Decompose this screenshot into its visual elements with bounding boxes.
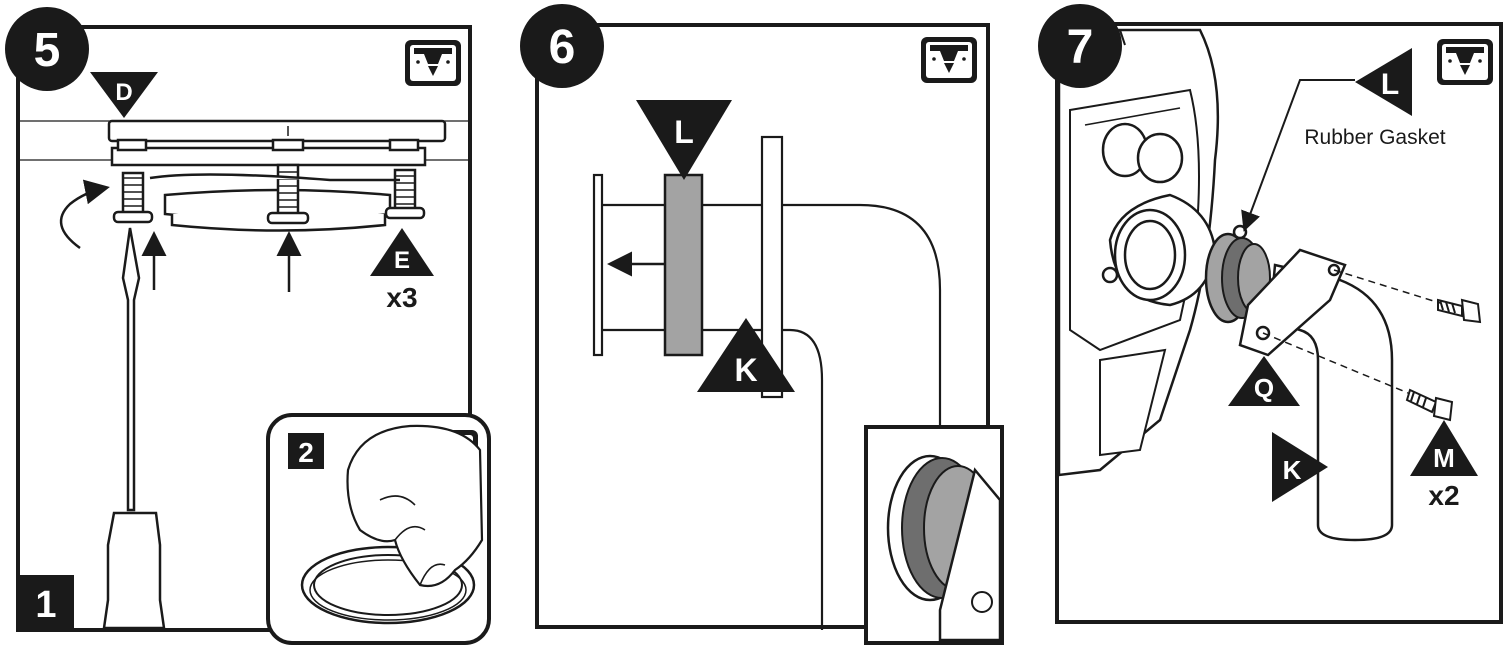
bolt [1405,388,1454,422]
step-6-number: 6 [549,21,576,74]
callout-Q: Q [1254,373,1274,403]
callout-leader [1241,79,1355,232]
quantity-label: x2 [1428,480,1459,511]
elbow-pipe [1238,248,1394,542]
gasket-detail-inset [864,425,1004,645]
panel-step-5: D E x3 1 2 [5,7,491,645]
callout-K: K [1283,455,1302,485]
panel-step-7: L Rubber Gasket Q K M x2 7 [1038,4,1503,624]
gasket-caption: Rubber Gasket [1304,126,1445,149]
install-underside-icon [921,37,977,83]
rubber-gasket [663,173,704,357]
quantity-label: x3 [386,282,417,313]
bolt [1437,298,1482,324]
install-underside-icon [405,40,461,86]
substep-1-number: 1 [35,584,56,626]
step-7-number: 7 [1067,21,1094,74]
callout-E: E [394,247,410,274]
rotate-arrow [59,179,110,250]
callout-L: L [674,114,694,150]
panel-step-6: L K 6 [520,4,1004,645]
callout-D: D [115,79,132,106]
callout-M: M [1433,443,1455,473]
callout-L: L [1381,68,1399,101]
disposer-unit [1057,28,1248,477]
mounting-assembly [107,119,447,232]
wrench-tool [102,227,166,630]
install-underside-icon [1437,39,1493,85]
callout-K: K [734,352,757,388]
substep-2-number: 2 [298,437,314,468]
discharge-pipe [592,135,942,630]
inset-step-2: 2 [266,413,491,645]
step-5-number: 5 [34,24,61,77]
